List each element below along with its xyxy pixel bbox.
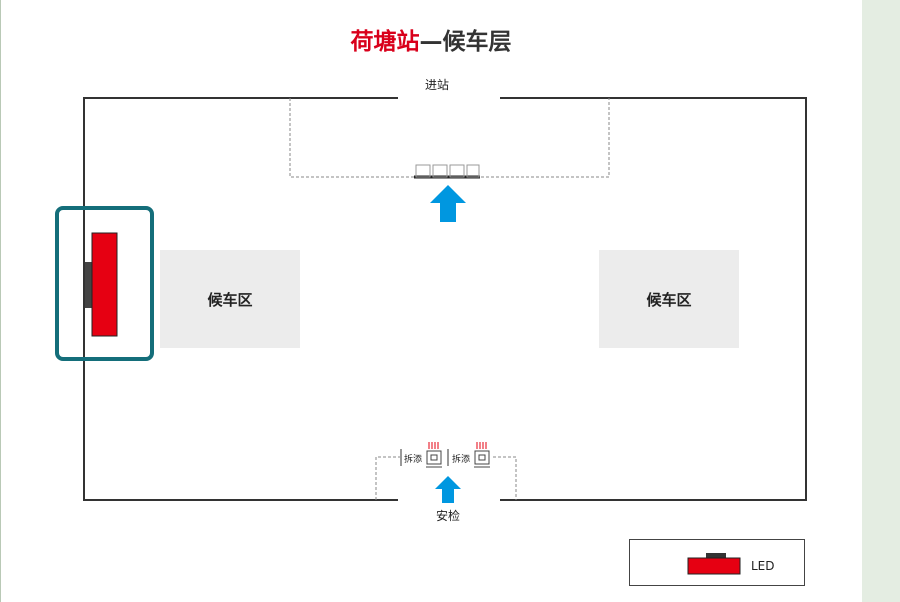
up-arrow-icon [435, 476, 461, 503]
entrance-label: 进站 [425, 78, 450, 92]
legend-led-mount [706, 553, 726, 558]
security-scanner-icon [400, 442, 490, 468]
up-arrow-icon [430, 185, 466, 222]
entrance-dashed-outline [289, 98, 610, 178]
led-screen [91, 232, 118, 337]
outer-wall-top-right [500, 97, 807, 501]
waiting-area-left: 候车区 [160, 250, 300, 348]
outer-wall-top-left [83, 97, 398, 501]
side-margin [862, 0, 900, 602]
legend-led-label: LED [751, 559, 775, 573]
security-dashed-right [493, 456, 517, 500]
page-title: 荷塘站—候车层 [0, 22, 862, 56]
legend [629, 539, 805, 586]
led-screen-icon [687, 557, 741, 575]
waiting-area-right: 候车区 [599, 250, 739, 348]
title-suffix: —候车层 [419, 29, 512, 55]
station-name: 荷塘站 [350, 29, 420, 55]
screening-label-2: 拆添 [452, 455, 471, 465]
security-dashed-left [375, 456, 400, 500]
led-screen-mount [85, 262, 92, 308]
security-label: 安检 [436, 509, 461, 523]
entrance-gates [414, 164, 480, 179]
screening-label-1: 拆添 [404, 455, 423, 465]
led-highlight-frame [55, 206, 154, 361]
left-border [0, 0, 1, 602]
